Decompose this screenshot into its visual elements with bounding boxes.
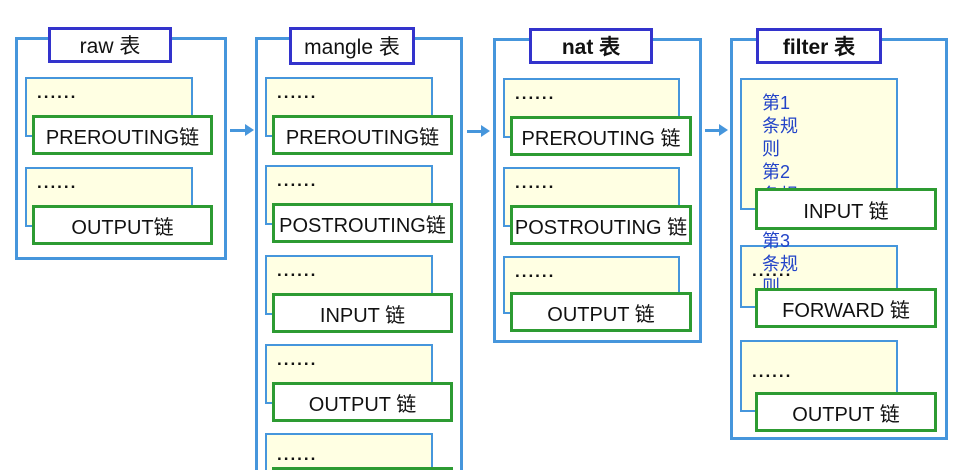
- nat-postrouting-dots: ......: [515, 173, 556, 192]
- arrow-nat-to-filter: [705, 124, 728, 136]
- mangle-prerouting-chain: PREROUTING链: [272, 115, 453, 155]
- arrow-mangle-to-nat: [467, 125, 490, 137]
- chain-label: OUTPUT 链: [792, 403, 900, 426]
- chain-label: PREROUTING 链: [521, 127, 681, 150]
- mangle-postrouting-chain: POSTROUTING链: [272, 203, 453, 243]
- filter-forward-chain: FORWARD 链: [755, 288, 937, 328]
- nat-output-dots: ......: [515, 262, 556, 281]
- mangle-input-chain: INPUT 链: [272, 293, 453, 333]
- nat-prerouting-dots: ......: [515, 84, 556, 103]
- nat-postrouting-chain: POSTROUTING 链: [510, 205, 692, 245]
- mangle-extra-chain: [272, 467, 453, 470]
- filter-rule-1: 第1条规则: [762, 93, 798, 159]
- table-filter-title-label: filter 表: [782, 36, 856, 59]
- chain-label: INPUT 链: [803, 200, 889, 223]
- arrow-head-icon: [719, 124, 728, 136]
- mangle-extra-dots: ......: [277, 445, 318, 464]
- mangle-postrouting-dots: ......: [277, 171, 318, 190]
- chain-label: PREROUTING链: [285, 126, 440, 149]
- filter-output-chain: OUTPUT 链: [755, 392, 937, 432]
- arrow-head-icon: [481, 125, 490, 137]
- chain-label: OUTPUT 链: [547, 303, 655, 326]
- chain-label: OUTPUT链: [71, 216, 174, 239]
- arrow-raw-to-mangle: [230, 124, 254, 136]
- chain-label: PREROUTING链: [45, 126, 200, 149]
- filter-forward-dots: ......: [752, 261, 793, 280]
- chain-label: POSTROUTING 链: [514, 216, 688, 239]
- raw-output-dots: ......: [37, 173, 78, 192]
- raw-prerouting-dots: ......: [37, 83, 78, 102]
- raw-output-chain: OUTPUT链: [32, 205, 213, 245]
- nat-output-chain: OUTPUT 链: [510, 292, 692, 332]
- chain-label: INPUT 链: [319, 304, 406, 327]
- table-raw-title: raw 表: [48, 27, 172, 63]
- table-nat-title: nat 表: [529, 28, 653, 64]
- filter-input-chain: INPUT 链: [755, 188, 937, 230]
- arrow-shaft: [467, 130, 483, 133]
- mangle-prerouting-dots: ......: [277, 83, 318, 102]
- chain-label: OUTPUT 链: [308, 393, 417, 416]
- table-raw-title-label: raw 表: [79, 35, 141, 58]
- table-nat-title-label: nat 表: [561, 36, 621, 59]
- raw-prerouting-chain: PREROUTING链: [32, 115, 213, 155]
- arrow-head-icon: [245, 124, 254, 136]
- filter-output-dots: ......: [752, 362, 793, 381]
- chain-label: POSTROUTING链: [279, 214, 446, 237]
- table-mangle-title-label: mangle 表: [304, 36, 400, 59]
- chain-label: FORWARD 链: [782, 299, 910, 322]
- table-filter-title: filter 表: [756, 28, 882, 64]
- table-mangle-title: mangle 表: [289, 27, 415, 65]
- arrow-shaft: [230, 129, 247, 132]
- mangle-input-dots: ......: [277, 261, 318, 280]
- mangle-extra-rulebox: [265, 433, 433, 470]
- nat-prerouting-chain: PREROUTING 链: [510, 116, 692, 156]
- mangle-output-chain: OUTPUT 链: [272, 382, 453, 422]
- arrow-shaft: [705, 129, 721, 132]
- mangle-output-dots: ......: [277, 350, 318, 369]
